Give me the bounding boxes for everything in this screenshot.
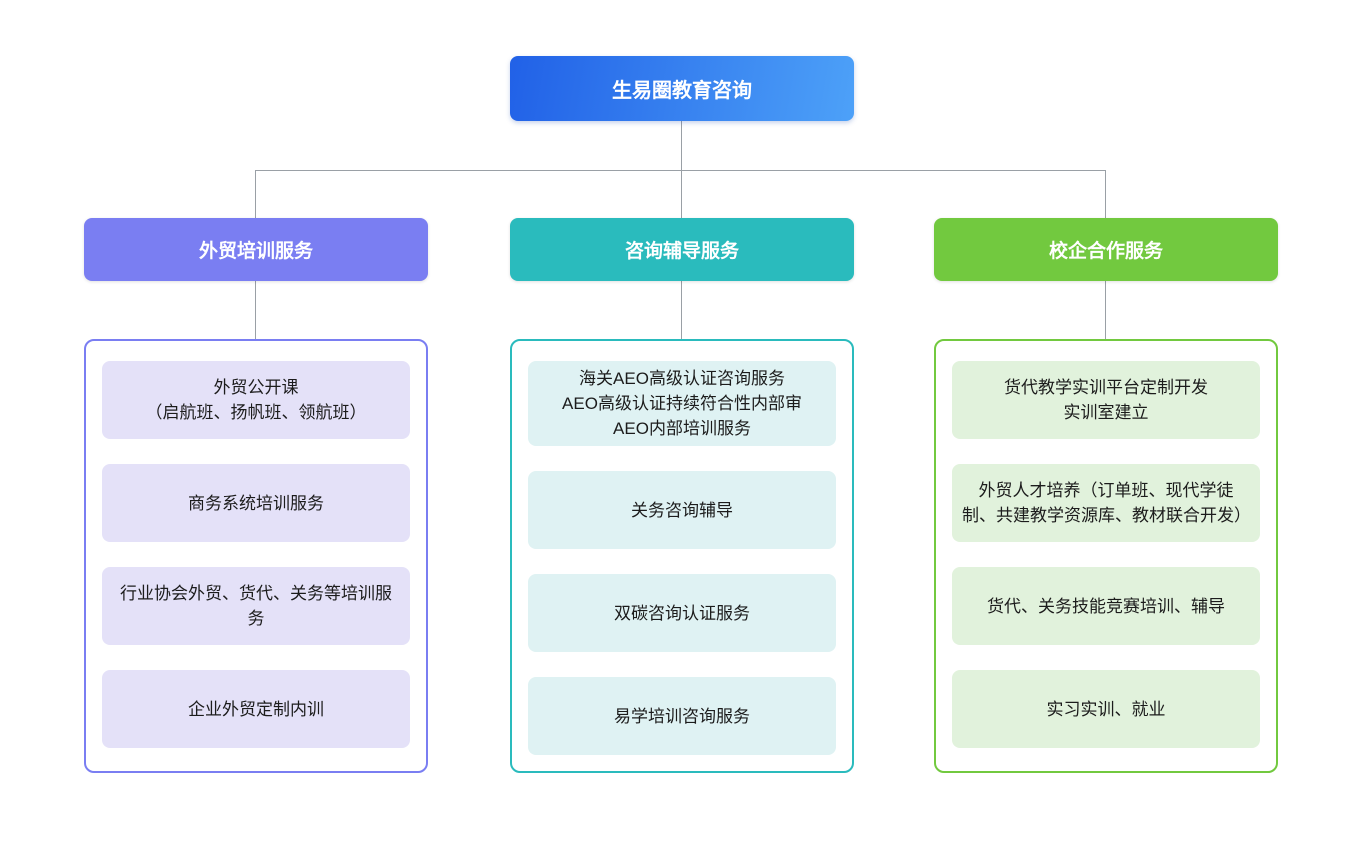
service-item: 外贸人才培养（订单班、现代学徒制、共建教学资源库、教材联合开发） xyxy=(952,464,1260,542)
root-node: 生易圈教育咨询 xyxy=(510,56,854,121)
root-node-label: 生易圈教育咨询 xyxy=(612,80,752,102)
branch-panel-school-enterprise: 货代教学实训平台定制开发 实训室建立 外贸人才培养（订单班、现代学徒制、共建教学… xyxy=(934,339,1278,773)
connector-branch-2-panel xyxy=(681,281,682,339)
service-item: 关务咨询辅导 xyxy=(528,471,836,549)
connector-branch-1-stub xyxy=(255,170,256,218)
service-item: 商务系统培训服务 xyxy=(102,464,410,542)
connector-root-vertical xyxy=(681,121,682,218)
connector-branch-3-stub xyxy=(1105,170,1106,218)
branch-panel-foreign-trade-training: 外贸公开课 （启航班、扬帆班、领航班） 商务系统培训服务 行业协会外贸、货代、关… xyxy=(84,339,428,773)
branch-header-consulting-coaching: 咨询辅导服务 xyxy=(510,218,854,281)
service-item: 实习实训、就业 xyxy=(952,670,1260,748)
branch-panel-consulting-coaching: 海关AEO高级认证咨询服务 AEO高级认证持续符合性内部审 AEO内部培训服务 … xyxy=(510,339,854,773)
service-item: 行业协会外贸、货代、关务等培训服务 xyxy=(102,567,410,645)
connector-branch-3-panel xyxy=(1105,281,1106,339)
service-item: 海关AEO高级认证咨询服务 AEO高级认证持续符合性内部审 AEO内部培训服务 xyxy=(528,361,836,446)
branch-header-label: 外贸培训服务 xyxy=(198,241,313,262)
service-item: 货代教学实训平台定制开发 实训室建立 xyxy=(952,361,1260,439)
service-item: 货代、关务技能竞赛培训、辅导 xyxy=(952,567,1260,645)
service-item: 企业外贸定制内训 xyxy=(102,670,410,748)
service-item: 易学培训咨询服务 xyxy=(528,677,836,755)
branch-header-label: 校企合作服务 xyxy=(1048,241,1163,262)
connector-horizontal xyxy=(255,170,1106,171)
connector-branch-1-panel xyxy=(255,281,256,339)
branch-header-school-enterprise: 校企合作服务 xyxy=(934,218,1278,281)
service-item: 外贸公开课 （启航班、扬帆班、领航班） xyxy=(102,361,410,439)
service-item: 双碳咨询认证服务 xyxy=(528,574,836,652)
branch-header-label: 咨询辅导服务 xyxy=(624,241,739,262)
branch-header-foreign-trade-training: 外贸培训服务 xyxy=(84,218,428,281)
